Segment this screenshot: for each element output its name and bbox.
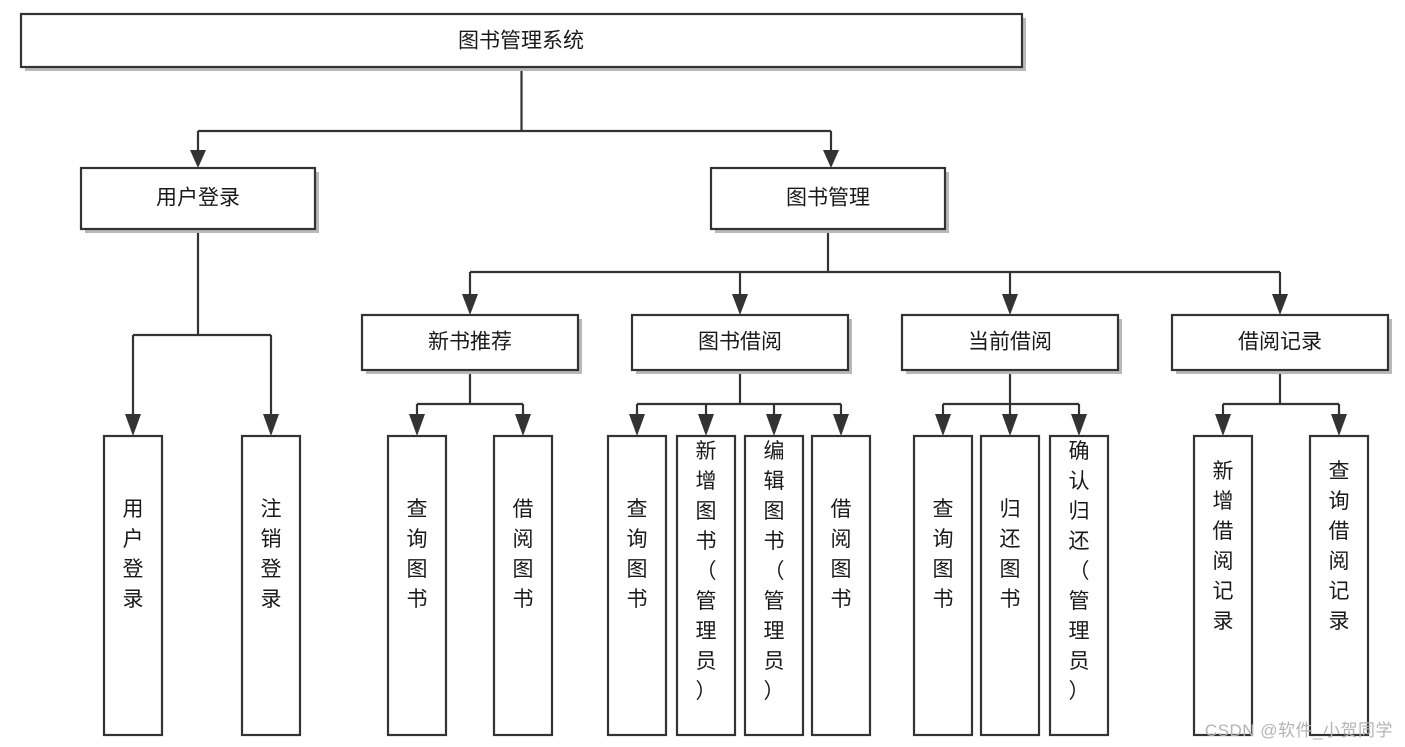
node-leaf-edit-book[interactable]: 编辑图书（管理员）: [743, 434, 805, 737]
leaf-user-login-box[interactable]: [102, 434, 164, 737]
arrowhead-leaf-edit-book: [766, 414, 782, 436]
book-manage-label: 图书管理: [786, 187, 870, 210]
node-borrow-record[interactable]: 借阅记录: [1170, 313, 1392, 374]
leaf-add-record-box[interactable]: [1192, 434, 1254, 737]
arrowhead-leaf-user-login: [125, 414, 141, 436]
root-label: 图书管理系统: [458, 30, 584, 53]
leaf-user-login-label: 用户登录: [123, 498, 144, 611]
arrowhead-leaf-query-book-1: [409, 414, 425, 436]
leaf-query-book-1-box[interactable]: [386, 434, 448, 737]
leaf-borrow-book-2-box[interactable]: [810, 434, 872, 737]
arrowhead-new-book-recommend: [462, 294, 478, 315]
node-leaf-borrow-book-1[interactable]: 借阅图书: [492, 434, 554, 737]
leaf-logout-login-label: 注销登录: [261, 498, 282, 611]
node-leaf-query-book-2[interactable]: 查询图书: [606, 434, 668, 737]
node-leaf-add-record[interactable]: 新增借阅记录: [1192, 434, 1254, 737]
leaf-edit-book-box[interactable]: [743, 434, 805, 737]
node-book-manage[interactable]: 图书管理: [709, 166, 949, 233]
arrowhead-leaf-query-book-3: [935, 414, 951, 436]
connector-layer: [125, 67, 1347, 436]
leaf-add-book-box[interactable]: [675, 434, 737, 737]
leaf-query-book-3-label: 查询图书: [933, 498, 954, 611]
node-book-borrow[interactable]: 图书借阅: [630, 313, 852, 374]
borrow-record-box[interactable]: [1170, 313, 1390, 372]
leaf-return-book-label: 归还图书: [1000, 498, 1021, 611]
arrowhead-leaf-add-record: [1215, 414, 1231, 436]
arrowhead-current-borrow: [1002, 294, 1018, 315]
root-box[interactable]: [19, 12, 1024, 69]
node-leaf-query-book-1[interactable]: 查询图书: [386, 434, 448, 737]
node-new-book-recommend[interactable]: 新书推荐: [360, 313, 582, 374]
node-leaf-return-book[interactable]: 归还图书: [979, 434, 1041, 737]
arrowhead-book-borrow: [732, 294, 748, 315]
leaf-logout-login-box[interactable]: [240, 434, 302, 737]
arrowhead-leaf-query-record: [1331, 414, 1347, 436]
new-book-recommend-label: 新书推荐: [428, 331, 512, 354]
node-leaf-query-record[interactable]: 查询借阅记录: [1308, 434, 1370, 737]
leaf-query-book-2-label: 查询图书: [627, 498, 648, 611]
node-leaf-borrow-book-2[interactable]: 借阅图书: [810, 434, 872, 737]
leaf-confirm-return-label: 确认归还（管理员）: [1069, 440, 1090, 703]
borrow-record-label: 借阅记录: [1238, 331, 1322, 354]
user-login-label: 用户登录: [156, 187, 240, 210]
leaf-add-book-label: 新增图书（管理员）: [696, 440, 717, 703]
leaf-borrow-book-2-label: 借阅图书: [831, 498, 852, 611]
arrowhead-leaf-return-book: [1002, 414, 1018, 436]
current-borrow-label: 当前借阅: [968, 331, 1052, 354]
book-manage-box[interactable]: [709, 166, 947, 231]
arrowhead-leaf-borrow-book-2: [833, 414, 849, 436]
leaf-borrow-book-1-label: 借阅图书: [513, 498, 534, 611]
node-leaf-add-book[interactable]: 新增图书（管理员）: [675, 434, 737, 737]
leaf-query-book-2-box[interactable]: [606, 434, 668, 737]
leaf-borrow-book-1-box[interactable]: [492, 434, 554, 737]
new-book-recommend-box[interactable]: [360, 313, 580, 372]
leaf-return-book-box[interactable]: [979, 434, 1041, 737]
arrowhead-book-manage: [823, 150, 839, 168]
arrowhead-leaf-add-book: [698, 414, 714, 436]
node-leaf-confirm-return[interactable]: 确认归还（管理员）: [1048, 434, 1110, 737]
leaf-edit-book-label: 编辑图书（管理员）: [764, 440, 785, 703]
book-borrow-box[interactable]: [630, 313, 850, 372]
user-login-box[interactable]: [79, 166, 317, 231]
node-leaf-query-book-3[interactable]: 查询图书: [912, 434, 974, 737]
arrowhead-leaf-query-book-2: [629, 414, 645, 436]
leaf-query-book-1-label: 查询图书: [407, 498, 428, 611]
arrowhead-user-login: [190, 150, 206, 168]
node-leaf-user-login[interactable]: 用户登录: [102, 434, 164, 737]
leaf-confirm-return-box[interactable]: [1048, 434, 1110, 737]
book-borrow-label: 图书借阅: [698, 331, 782, 354]
leaf-query-record-box[interactable]: [1308, 434, 1370, 737]
node-user-login[interactable]: 用户登录: [79, 166, 319, 233]
leaf-add-record-label: 新增借阅记录: [1213, 460, 1234, 633]
arrowhead-leaf-logout-login: [263, 414, 279, 436]
arrowhead-borrow-record: [1272, 294, 1288, 315]
leaf-query-record-label: 查询借阅记录: [1329, 460, 1350, 633]
node-leaf-logout-login[interactable]: 注销登录: [240, 434, 302, 737]
leaf-query-book-3-box[interactable]: [912, 434, 974, 737]
arrowhead-leaf-confirm-return: [1071, 414, 1087, 436]
arrowhead-leaf-borrow-book-1: [515, 414, 531, 436]
node-current-borrow[interactable]: 当前借阅: [900, 313, 1122, 374]
node-root[interactable]: 图书管理系统: [19, 12, 1026, 71]
current-borrow-box[interactable]: [900, 313, 1120, 372]
